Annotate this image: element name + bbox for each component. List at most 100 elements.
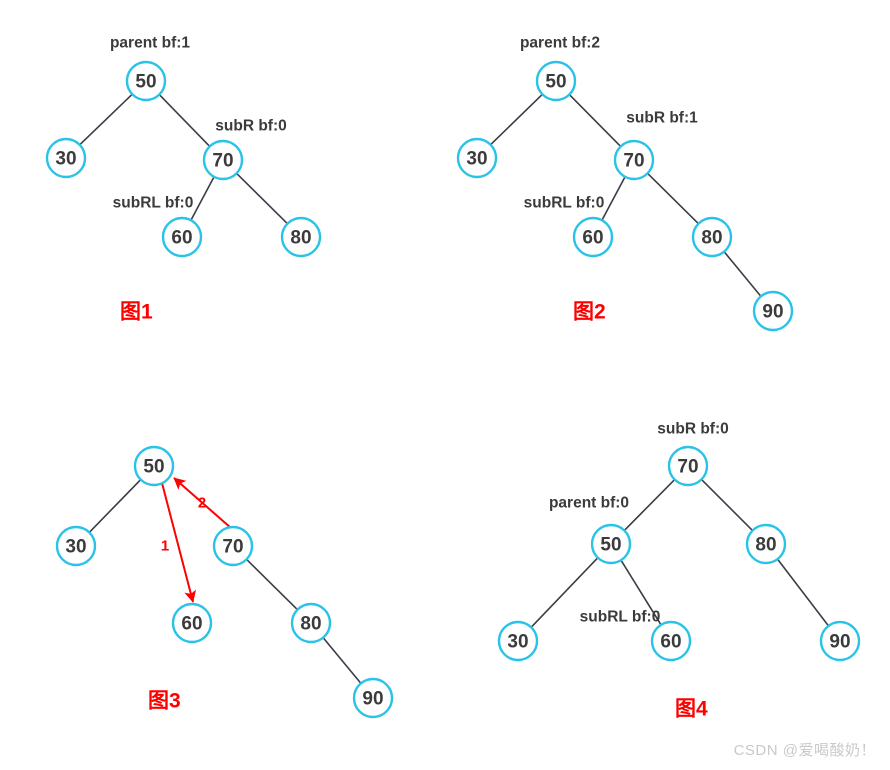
tree-edge: [235, 172, 289, 225]
balance-factor-annotation: subRL bf:0: [113, 195, 194, 212]
tree-node-30[interactable]: 30: [497, 620, 539, 662]
node-value-label: 70: [222, 537, 243, 558]
tree-edge: [601, 176, 626, 221]
node-circle: [55, 525, 97, 567]
tree-node-50[interactable]: 50: [535, 60, 577, 102]
node-value-label: 70: [623, 151, 644, 172]
node-circle: [497, 620, 539, 662]
figure-caption-2: 图2: [573, 301, 606, 324]
node-value-label: 60: [582, 228, 603, 249]
tree-figure-1: 50 30 70 60 80 parent bf:1 subR bf:0 subRL bf:0…: [45, 35, 322, 324]
node-circle: [819, 620, 861, 662]
node-circle: [202, 139, 244, 181]
node-circle: [745, 523, 787, 565]
node-circle: [280, 216, 322, 258]
node-value-label: 90: [762, 302, 783, 323]
tree-node-50[interactable]: 50: [133, 445, 175, 487]
balance-factor-annotation: subRL bf:0: [580, 609, 661, 626]
node-value-label: 30: [507, 632, 528, 653]
tree-node-80[interactable]: 80: [745, 523, 787, 565]
node-circle: [572, 216, 614, 258]
node-value-label: 50: [545, 72, 566, 93]
tree-node-30[interactable]: 30: [45, 137, 87, 179]
node-circle: [212, 525, 254, 567]
node-circle: [650, 620, 692, 662]
tree-edge: [700, 478, 754, 532]
tree-node-50[interactable]: 50: [590, 523, 632, 565]
tree-node-80[interactable]: 80: [280, 216, 322, 258]
figure-caption-3: 图3: [148, 690, 181, 713]
balance-factor-annotation: parent bf:2: [520, 35, 600, 52]
rotation-arrow-label: 1: [161, 538, 169, 555]
tree-node-60[interactable]: 60: [171, 602, 213, 644]
csdn-watermark: CSDN @爱喝酸奶！: [733, 742, 876, 759]
tree-node-70[interactable]: 70: [613, 139, 655, 181]
tree-edge: [530, 557, 599, 628]
node-value-label: 50: [135, 72, 156, 93]
tree-node-80[interactable]: 80: [290, 602, 332, 644]
node-value-label: 50: [600, 535, 621, 556]
node-circle: [125, 60, 167, 102]
node-value-label: 70: [212, 151, 233, 172]
balance-factor-annotation: parent bf:1: [110, 35, 190, 52]
tree-node-60[interactable]: 60: [650, 620, 692, 662]
tree-edge: [568, 93, 622, 148]
node-value-label: 70: [677, 457, 698, 478]
tree-edge: [646, 172, 700, 225]
balance-factor-annotation: subR bf:0: [657, 421, 728, 438]
node-value-label: 30: [55, 149, 76, 170]
node-circle: [667, 445, 709, 487]
tree-edge: [776, 558, 830, 627]
tree-node-30[interactable]: 30: [456, 137, 498, 179]
tree-node-80[interactable]: 80: [691, 216, 733, 258]
tree-node-60[interactable]: 60: [572, 216, 614, 258]
rotation-arrow-label: 2: [198, 495, 206, 512]
node-circle: [752, 290, 794, 332]
tree-node-70[interactable]: 70: [202, 139, 244, 181]
node-circle: [290, 602, 332, 644]
node-value-label: 80: [701, 228, 722, 249]
node-value-label: 90: [829, 632, 850, 653]
node-value-label: 80: [300, 614, 321, 635]
figures-root: 50 30 70 60 80 parent bf:1 subR bf:0 subRL bf:0…: [45, 35, 861, 721]
tree-edge: [322, 637, 362, 684]
node-circle: [456, 137, 498, 179]
node-value-label: 80: [755, 535, 776, 556]
tree-node-50[interactable]: 50: [125, 60, 167, 102]
tree-node-60[interactable]: 60: [161, 216, 203, 258]
node-value-label: 30: [65, 537, 86, 558]
node-value-label: 90: [362, 689, 383, 710]
tree-edge: [190, 176, 215, 221]
tree-edge: [79, 93, 133, 146]
tree-node-30[interactable]: 30: [55, 525, 97, 567]
balance-factor-annotation: subR bf:1: [626, 110, 698, 127]
balance-factor-annotation: subR bf:0: [215, 118, 286, 135]
node-circle: [133, 445, 175, 487]
rotation-arrow-1: [161, 482, 196, 603]
node-circle: [590, 523, 632, 565]
node-value-label: 60: [181, 614, 202, 635]
rotation-arrow-2: [173, 477, 232, 529]
tree-node-70[interactable]: 70: [667, 445, 709, 487]
tree-node-70[interactable]: 70: [212, 525, 254, 567]
node-circle: [352, 677, 394, 719]
figure-caption-4: 图4: [675, 698, 708, 721]
node-circle: [613, 139, 655, 181]
tree-edge: [490, 93, 543, 146]
tree-node-90[interactable]: 90: [752, 290, 794, 332]
node-circle: [45, 137, 87, 179]
node-circle: [171, 602, 213, 644]
node-value-label: 50: [143, 457, 164, 478]
node-value-label: 80: [290, 228, 311, 249]
tree-edge: [245, 558, 299, 611]
tree-edge: [158, 94, 211, 147]
node-circle: [535, 60, 577, 102]
tree-node-90[interactable]: 90: [819, 620, 861, 662]
tree-node-90[interactable]: 90: [352, 677, 394, 719]
node-value-label: 60: [171, 228, 192, 249]
figure-caption-1: 图1: [120, 301, 153, 324]
tree-edge: [620, 559, 662, 626]
